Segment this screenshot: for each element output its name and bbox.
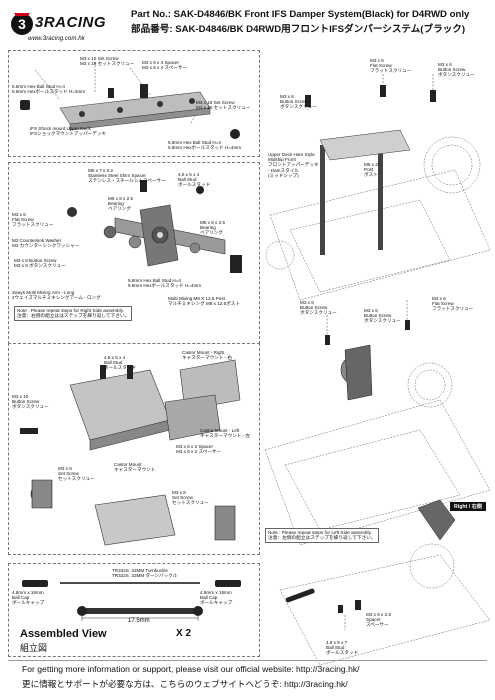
p3-label-button-screw: M3 x 10 Button Screw ボタンスクリュー <box>12 394 49 410</box>
p1-label-upper-deck: IFS Shock mount Upper Deck IFSショックマウントアッ… <box>30 126 107 137</box>
p1-label-ball-stud-2: 5.8mm Hex Ball Stud H=4 5.8mm Hexボールスタッド… <box>168 140 242 151</box>
p2-label-mixing-arm: 2ways Multi Mixing Arm - Long 2ウェイズマルチミキ… <box>12 290 101 301</box>
p4-label-ball-cap-left: 4.8mm x 16mm Ball Cap ボールキャップ <box>12 590 45 606</box>
p2-label-shim: M5 x 7 x 0.2 Stainless Steel Shim Spacer… <box>88 168 166 184</box>
r-label-button-screw-2: M3 x 6 Button Screw ボタンスクリュー <box>280 94 317 110</box>
p3-label-ball-stud: 4.8 x 5 x 4 Ball Stud ボールスタッド <box>104 355 137 371</box>
right-side-tag: Right / 右側 <box>450 502 486 511</box>
footer-en: For getting more information or support,… <box>22 664 360 674</box>
chassis-illustration <box>264 136 491 666</box>
p1-label-set-screw: M3 x 10 Set Screw M3 x 10 セットスクリュー <box>80 56 135 67</box>
assembled-view-en: Assembled View <box>20 628 107 640</box>
r-label-spacer: M3 x 6 x 2.5 Spacer スペーサー <box>366 612 392 628</box>
r-label-post: M6 x 27 Post ポスト <box>364 162 381 178</box>
r-label-button-screw-4: M3 x 6 Button Screw ボタンスクリュー <box>364 308 401 324</box>
p2-label-mixing-post: Multi Mixing M8 X 12.5 Post マルチミキシング M8 … <box>168 296 240 307</box>
p2-label-bearing-2: M5 x 8 x 2.5 Bearing ベアリング <box>200 220 226 236</box>
logo-url: www.3racing.com.hk <box>28 35 85 42</box>
p2-label-flat-screw: M3 x 6 Flat Screw フラットスクリュー <box>12 212 54 228</box>
upper-deck-part <box>20 84 240 139</box>
turnbuckle-parts <box>22 580 241 621</box>
p1-label-spacer: M3 x 6 x 4 Spacer M3 x 6 x 4 スペーサー <box>142 60 188 71</box>
right-leaders <box>307 74 434 630</box>
assembled-view-jp: 組立図 <box>20 643 48 653</box>
p3-label-set-screw: M3 x 8 Set Screw セットスクリュー <box>58 466 95 482</box>
castor-mount-parts <box>20 359 241 546</box>
p4-label-ball-cap-right: 4.8mm x 16mm Ball Cap ボールキャップ <box>200 590 233 606</box>
panel-step-4 <box>8 563 260 657</box>
r-label-flat-screw-2: M3 x 6 Flat Screw フラットスクリュー <box>432 296 474 312</box>
logo-mark: 3 <box>11 13 33 35</box>
logo-brand-text: 3RACING <box>35 14 107 31</box>
panel-step-1 <box>8 50 260 157</box>
r-label-button-screw: M3 x 6 Button Screw ボタンスクリュー <box>438 62 475 78</box>
r-label-button-screw-3: M3 x 6 Button Screw ボタンスクリュー <box>300 300 337 316</box>
svg-text:3: 3 <box>18 16 26 32</box>
p1-label-ball-stud: 5.8mm Hex Ball Stud H=4 5.8mm Hexボールスタッド… <box>12 84 86 95</box>
title-jp: 部品番号: SAK-D4846/BK D4RWD用フロントIFSダンパーシステム… <box>131 24 466 35</box>
p2-label-washer: M3 Countersink Washer M3 カウンターシンクワッシャー <box>12 238 80 249</box>
chassis-solid-parts <box>285 85 456 613</box>
r-label-ball-stud: 4.8 x 5 x 7 Ball Stud ボールスタッド <box>326 640 359 656</box>
p2-label-hex-ball-stud: 5.8mm Hex Ball Stud H=4 5.8mm Hexボールスタッド… <box>128 278 202 289</box>
p3-label-castor-left: Castor Mount - Left キャスターマウント - 左 <box>200 428 251 439</box>
footer-jp: 更に情報とサポートが必要な方は、こちらのウェブサイトへどうぞ: http://3… <box>22 679 348 689</box>
mixing-arm-part <box>67 180 242 273</box>
panel-step-3 <box>8 343 260 555</box>
p3-label-set-screw-2: M3 x 8 Set Screw セットスクリュー <box>172 490 209 506</box>
r-label-upper-deck: Upper Deck Ham Style Midship Front フロントア… <box>268 152 319 178</box>
title-en: Part No.: SAK-D4846/BK Front IFS Damper … <box>131 9 470 20</box>
p2-note: Note : Please repeat steps for Right Sid… <box>14 306 133 321</box>
quantity-label: X 2 <box>176 628 192 639</box>
p2-label-button-screw: M3 x 8 Button Screw M3 x 8 ボタンスクリュー <box>14 258 66 269</box>
p4-dimension: 17.5mm <box>128 618 150 624</box>
p2-label-ball-stud: 4.8 x 5 x 4 Ball Stud ボールスタッド <box>178 172 211 188</box>
p1-label-set-screw-2: M3 x 10 Set Screw M3 x 10 セットスクリュー <box>196 100 251 111</box>
p2-label-bearing: M5 x 8 x 2.5 Bearing ベアリング <box>108 196 134 212</box>
r-label-flat-screw: M3 x 6 Flat Screw フラットスクリュー <box>370 58 412 74</box>
p4-label-turnbuckle: TR332S 32MM Turnbuckle TR332S 32MM ターンバッ… <box>112 568 178 579</box>
p3-label-spacer: M3 x 6 x 2 Spacer M3 x 6 x 2 スペーサー <box>176 444 222 455</box>
p3-label-castor-mount: Castor Mount キャスターマウント <box>114 462 156 473</box>
footer-divider <box>8 660 487 661</box>
p3-label-castor-right: Castor Mount - Right キャスターマウント - 右 <box>182 350 233 361</box>
right-note: Note : Please repeat steps for Left Side… <box>265 528 379 543</box>
brand-logo: 3 3RACING www.3racing.com.hk <box>8 8 126 46</box>
